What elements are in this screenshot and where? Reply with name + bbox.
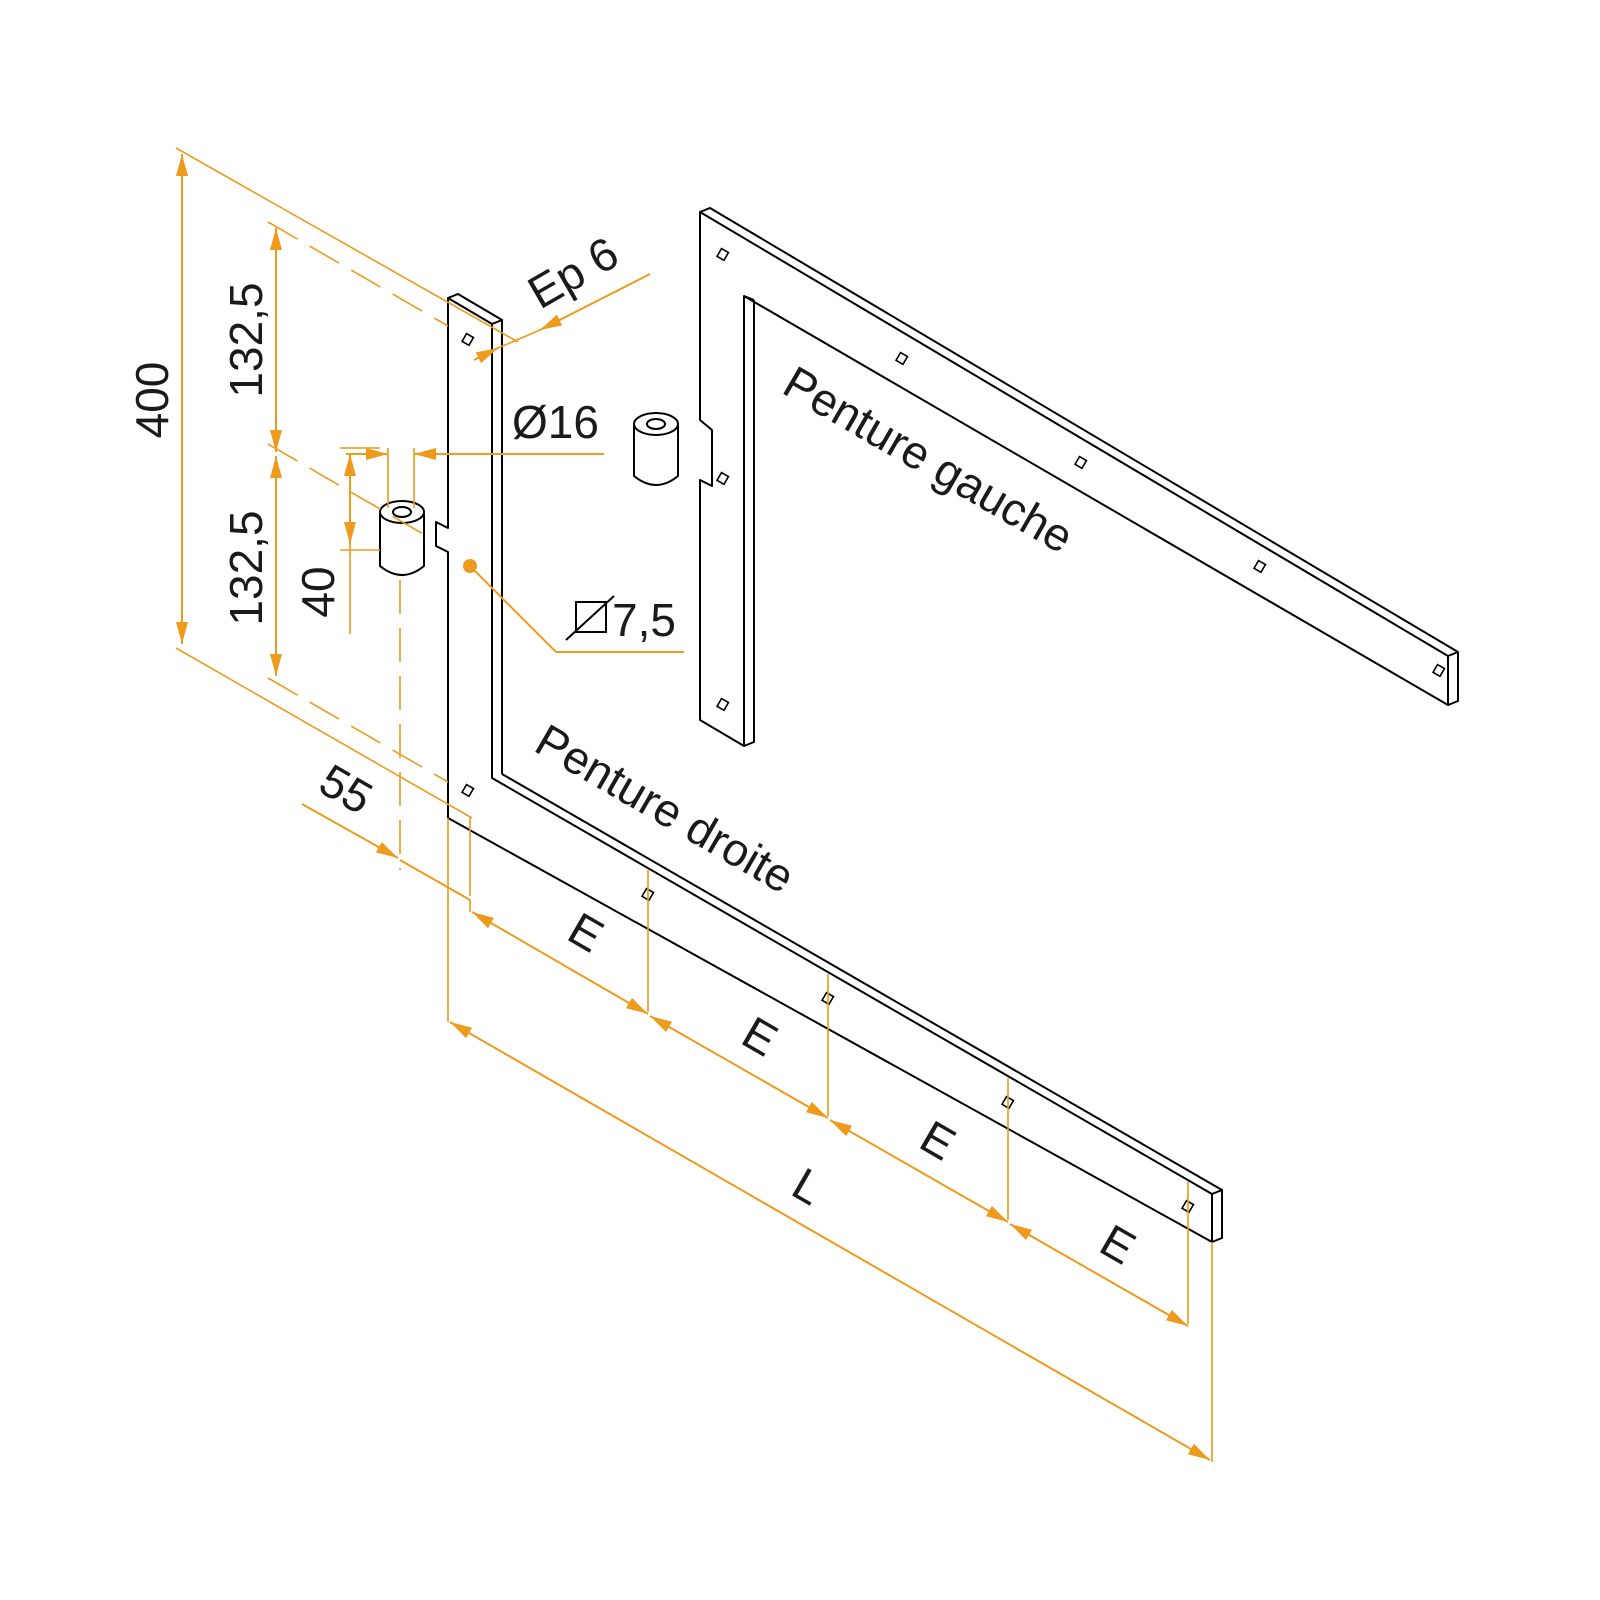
- left-hole-7: [1431, 663, 1446, 678]
- dim-length-line: [449, 1021, 1211, 1461]
- dim-thickness-label: Ep 6: [519, 226, 627, 318]
- left-hole-6: [1252, 559, 1267, 574]
- dim-length-label: L: [784, 1157, 832, 1215]
- dim-e-label-3: E: [912, 1110, 965, 1170]
- dim-e-label-4: E: [1092, 1214, 1145, 1274]
- dim-hole-diameter-label: 7,5: [612, 594, 676, 646]
- dim-e-label-2: E: [734, 1006, 787, 1066]
- dim-pin-diameter-label: Ø16: [512, 396, 599, 448]
- left-knuckle: [633, 412, 679, 486]
- right-hole-2: [460, 783, 475, 798]
- right-knuckle: [379, 500, 425, 576]
- left-hole-3: [715, 697, 730, 712]
- dim-e-label-1: E: [560, 902, 613, 962]
- right-hole-1: [460, 332, 475, 347]
- left-hole-2: [715, 471, 730, 486]
- dim-132-upper-label: 132,5: [220, 282, 272, 397]
- dim-40-label: 40: [292, 566, 344, 617]
- left-strap: Penture gauche: [633, 206, 1459, 747]
- square-hole-diameter-icon: [565, 595, 615, 641]
- left-hole-4: [894, 351, 909, 366]
- left-hole-5: [1073, 455, 1088, 470]
- dim-400-label: 400: [126, 362, 178, 439]
- left-hole-1: [715, 247, 730, 262]
- dim-55-label: 55: [311, 754, 381, 825]
- dim-132-lower-label: 132,5: [220, 510, 272, 625]
